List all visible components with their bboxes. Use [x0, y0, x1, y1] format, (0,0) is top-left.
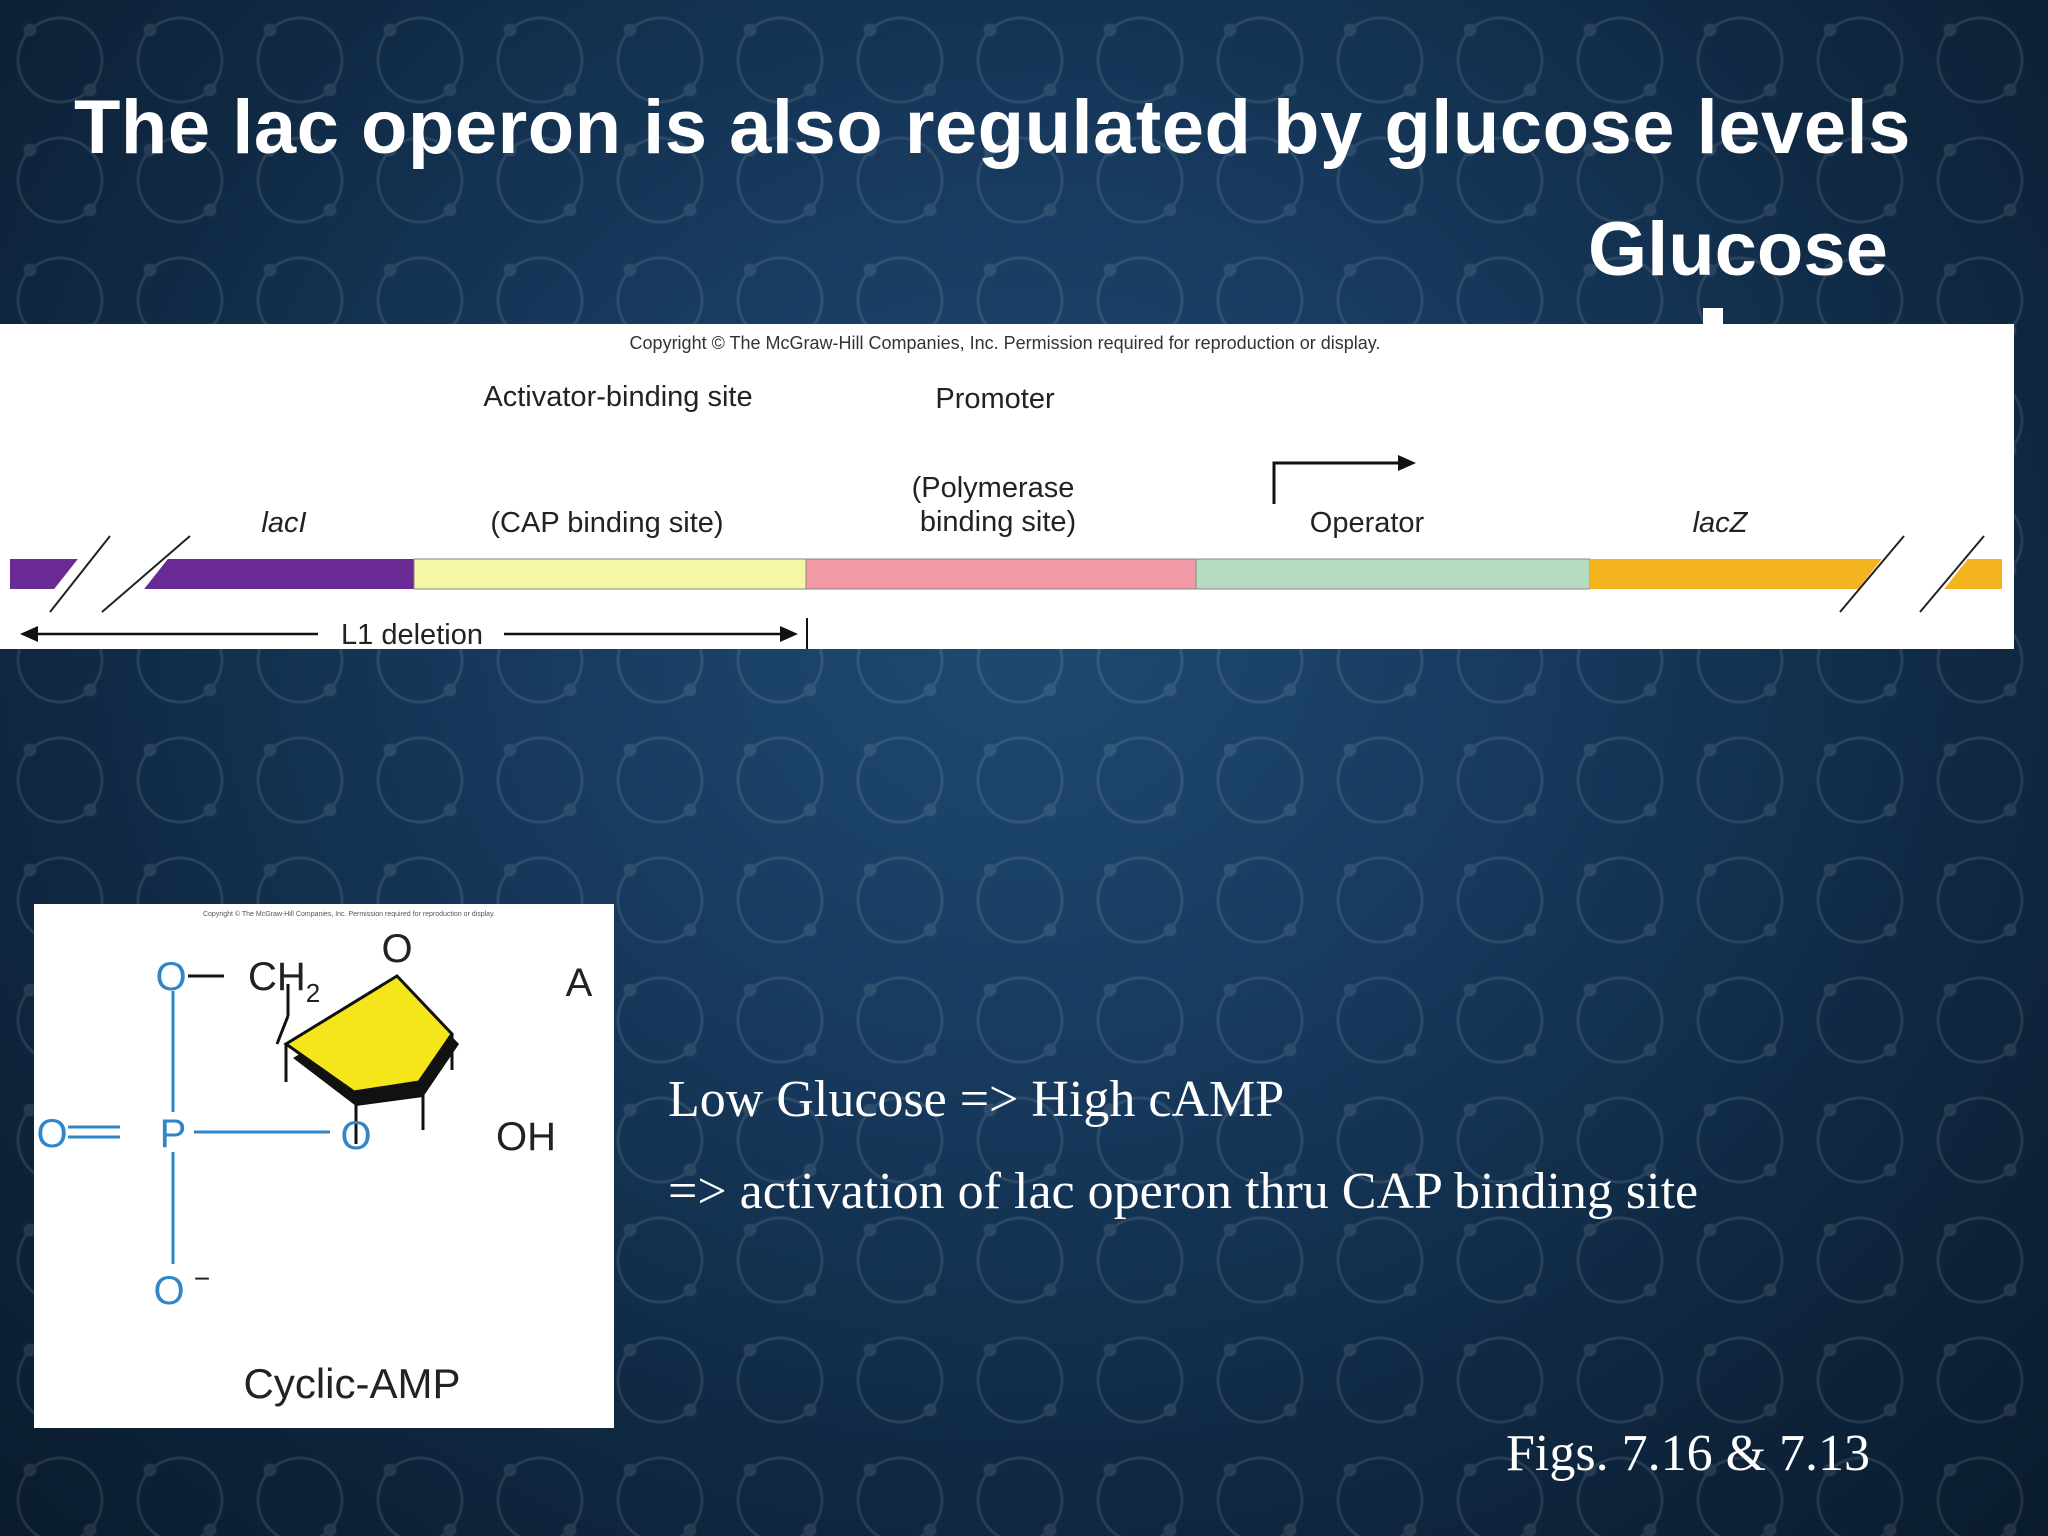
activator-binding-site-label: Activator-binding site	[483, 381, 752, 413]
ribose-ring	[275, 974, 459, 1144]
laci-label: lacI	[261, 507, 306, 539]
cap-binding-site-label: (CAP binding site)	[490, 507, 723, 539]
lac-operon-diagram: Copyright © The McGraw-Hill Companies, I…	[0, 324, 2014, 649]
phosphate-bonds	[68, 991, 330, 1264]
cyclic-amp-structure: Copyright © The McGraw-Hill Companies, I…	[34, 904, 614, 1428]
lacz-label: lacZ	[1693, 507, 1749, 539]
operator-label: Operator	[1310, 507, 1425, 539]
cap-segment	[413, 558, 807, 590]
ch2-label-main: CH	[248, 955, 306, 999]
promoter-label: Promoter	[935, 383, 1055, 415]
polymerase-label-line2: binding site)	[920, 506, 1076, 538]
double-bond-o-label: O	[36, 1112, 67, 1156]
promoter-segment	[805, 558, 1197, 590]
low-glucose-line: Low Glucose => High cAMP	[668, 1071, 1285, 1128]
cyclic-amp-caption: Cyclic-AMP	[244, 1360, 461, 1407]
ch2-label-subscript: 2	[306, 978, 320, 1008]
camp-copyright: Copyright © The McGraw-Hill Companies, I…	[203, 910, 495, 918]
right-break-mark	[1839, 535, 1986, 613]
slide-title: The lac operon is also regulated by gluc…	[74, 85, 1911, 170]
bridge-o-label: O	[340, 1114, 371, 1158]
o-minus-label: O	[153, 1269, 184, 1313]
l1-deletion-bracket	[20, 618, 808, 649]
ch2-label: CH2	[248, 955, 320, 1008]
negative-charge-label: −	[194, 1263, 210, 1294]
ring-o-label: O	[381, 927, 412, 971]
transcription-start-arrow	[1272, 455, 1416, 504]
activation-line: => activation of lac operon thru CAP bin…	[668, 1163, 1699, 1220]
hydroxyl-label: OH	[496, 1115, 556, 1159]
polymerase-label-line1: (Polymerase	[912, 472, 1075, 504]
phosphorus-label: P	[160, 1112, 187, 1156]
figure-reference: Figs. 7.16 & 7.13	[1506, 1425, 1871, 1482]
phosphate-o-top-label: O	[155, 955, 186, 999]
glucose-heading: Glucose	[1588, 207, 1888, 292]
base-a-label: A	[566, 961, 593, 1005]
l1-deletion-label: L1 deletion	[341, 619, 483, 649]
glucose-heading-clipped-glyph	[1703, 308, 1723, 324]
operator-segment	[1195, 558, 1591, 590]
operon-copyright: Copyright © The McGraw-Hill Companies, I…	[630, 333, 1381, 353]
left-break-mark	[36, 535, 191, 613]
